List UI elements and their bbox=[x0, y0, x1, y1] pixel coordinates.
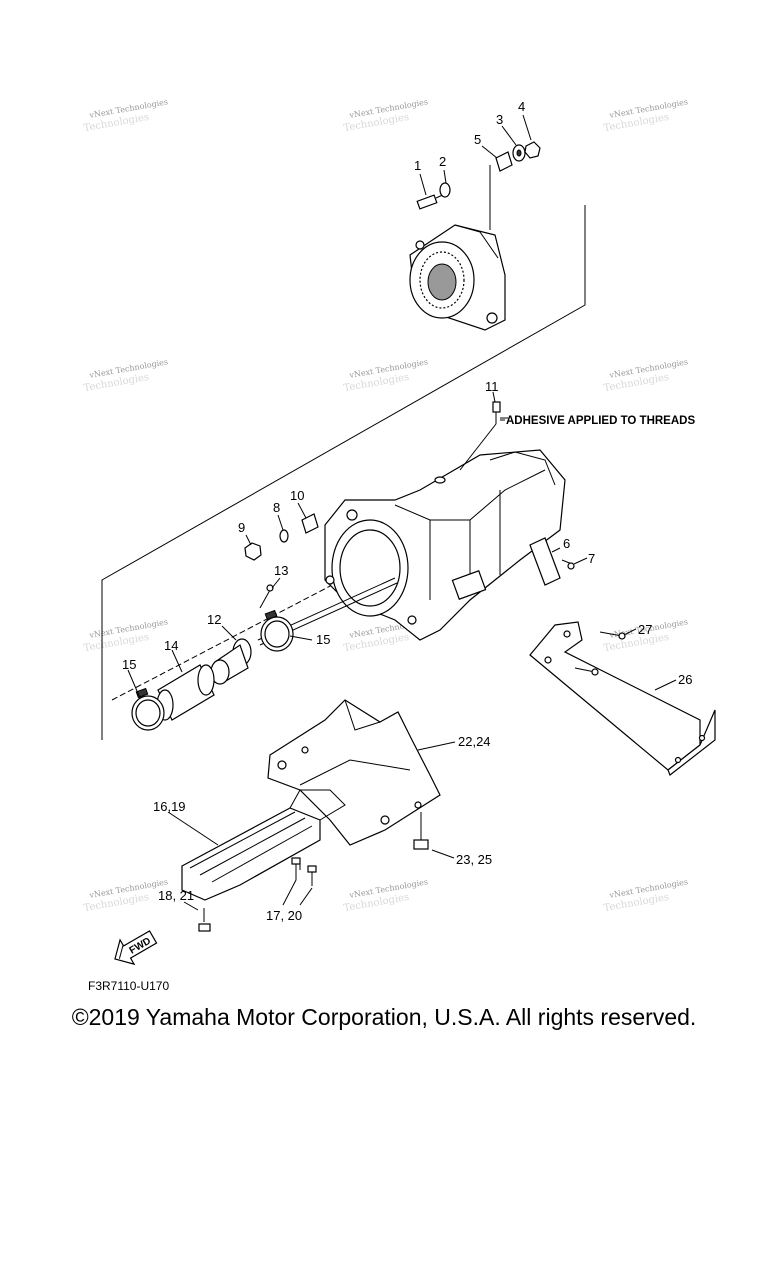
callout-9: 9 bbox=[238, 520, 245, 535]
callout-4: 4 bbox=[518, 99, 525, 114]
callouts: 1 2 3 4 5 6 7 8 9 10 11 12 13 14 15 15 1… bbox=[122, 99, 692, 923]
callout-2: 2 bbox=[439, 154, 446, 169]
washer-2 bbox=[439, 182, 451, 198]
jet-pump-casing bbox=[324, 449, 566, 641]
callout-16-19: 16,19 bbox=[153, 799, 186, 814]
clamp-15-a bbox=[131, 687, 165, 731]
assembly-lines bbox=[101, 165, 586, 870]
callout-3: 3 bbox=[496, 112, 503, 127]
clamp-15-b bbox=[260, 609, 294, 652]
washer-8 bbox=[279, 529, 289, 543]
callout-15b: 15 bbox=[316, 632, 330, 647]
adhesive-note: ADHESIVE APPLIED TO THREADS bbox=[500, 415, 695, 427]
bolt-23-25 bbox=[413, 812, 429, 850]
callout-17-20: 17, 20 bbox=[266, 908, 302, 923]
anode-6 bbox=[529, 537, 561, 586]
bracket-26 bbox=[529, 621, 716, 776]
callout-10: 10 bbox=[290, 488, 304, 503]
adhesive-note-text: ADHESIVE APPLIED TO THREADS bbox=[506, 415, 695, 427]
callout-6: 6 bbox=[563, 536, 570, 551]
callout-13: 13 bbox=[274, 563, 288, 578]
screw-27 bbox=[574, 631, 626, 676]
leader-lines bbox=[127, 114, 677, 911]
plate-10 bbox=[301, 513, 319, 534]
plate-5 bbox=[495, 151, 513, 172]
callout-11: 11 bbox=[485, 379, 499, 394]
callout-23-25: 23, 25 bbox=[456, 852, 492, 867]
callout-14: 14 bbox=[164, 638, 178, 653]
bolt-18-21 bbox=[198, 908, 211, 932]
callout-26: 26 bbox=[678, 672, 692, 687]
fwd-label: FWD bbox=[128, 936, 153, 957]
copyright-notice: ©2019 Yamaha Motor Corporation, U.S.A. A… bbox=[71, 1004, 697, 1030]
coupler-12 bbox=[210, 638, 252, 685]
callout-12: 12 bbox=[207, 612, 221, 627]
fwd-arrow: FWD bbox=[114, 930, 158, 966]
callout-5: 5 bbox=[474, 132, 481, 147]
washer-3 bbox=[512, 144, 526, 162]
callout-15a: 15 bbox=[122, 657, 136, 672]
callout-8: 8 bbox=[273, 500, 280, 515]
bearing-housing bbox=[409, 224, 506, 331]
intake-grate-16-19 bbox=[181, 789, 346, 901]
bolt-7 bbox=[561, 559, 575, 570]
callout-27: 27 bbox=[638, 622, 652, 637]
screw-13 bbox=[259, 584, 274, 609]
ride-plate-22-24 bbox=[267, 699, 441, 846]
nut-4 bbox=[524, 141, 541, 159]
callout-7: 7 bbox=[588, 551, 595, 566]
hose-14 bbox=[156, 664, 215, 721]
callout-18-21: 18, 21 bbox=[158, 888, 194, 903]
nut-9 bbox=[244, 542, 262, 561]
callout-22-24: 22,24 bbox=[458, 734, 491, 749]
bolt-11 bbox=[459, 401, 508, 471]
diagram-code: F3R7110-U170 bbox=[88, 979, 169, 993]
bolt-17-20 bbox=[291, 857, 317, 886]
callout-1: 1 bbox=[414, 158, 421, 173]
